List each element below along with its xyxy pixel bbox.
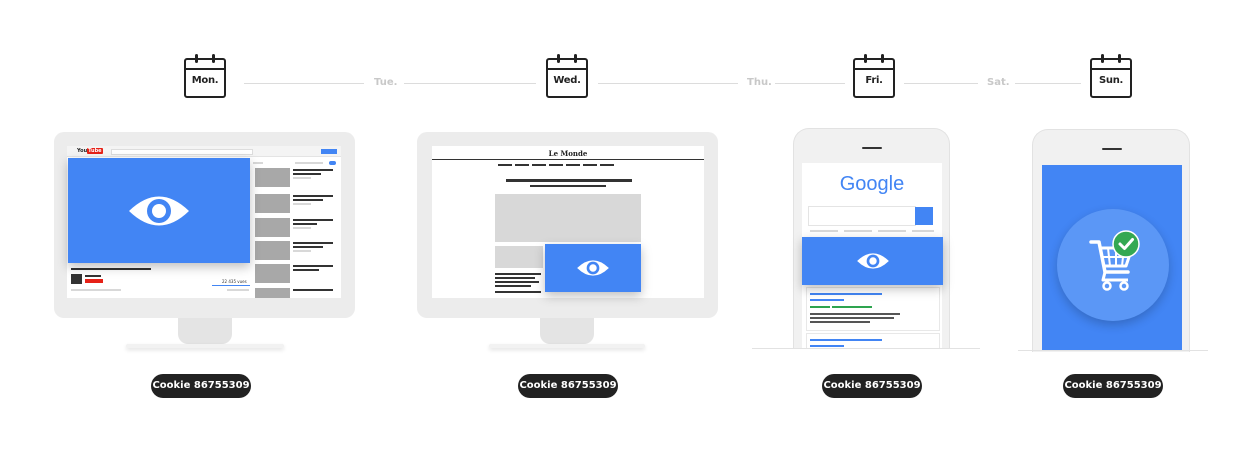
lemonde-logo: Le Monde xyxy=(548,149,588,158)
cookie-badge: Cookie 86755309 xyxy=(1063,374,1163,398)
phone-speaker xyxy=(1102,148,1122,150)
article-image xyxy=(495,194,641,242)
day-label-wednesday: Wed. xyxy=(553,75,581,86)
video-thumb xyxy=(255,194,290,213)
ad-impression-overlay xyxy=(802,237,943,285)
view-count: 22 435 vues xyxy=(222,279,247,284)
eye-icon xyxy=(856,253,889,269)
timeline-line xyxy=(404,83,536,84)
calendar-icon-sunday: Sun. xyxy=(1090,54,1132,98)
imac-stand xyxy=(178,318,232,344)
timeline-line xyxy=(904,83,978,84)
eye-icon xyxy=(577,260,609,276)
imac-foot xyxy=(126,344,284,348)
google-logo: Google xyxy=(839,173,905,195)
video-thumb xyxy=(255,218,290,237)
day-label-friday: Fri. xyxy=(865,75,883,86)
day-label-sunday: Sun. xyxy=(1098,75,1124,86)
ad-impression-overlay xyxy=(545,244,641,292)
day-label-thursday: Thu. xyxy=(747,77,772,88)
cookie-badge: Cookie 86755309 xyxy=(822,374,922,398)
cookie-badge: Cookie 86755309 xyxy=(151,374,251,398)
calendar-icon-friday: Fri. xyxy=(853,54,895,98)
article-image xyxy=(495,246,543,268)
video-thumb xyxy=(255,288,290,298)
cookie-badge: Cookie 86755309 xyxy=(518,374,618,398)
baseline xyxy=(1018,350,1208,351)
timeline-line xyxy=(775,83,845,84)
day-label-saturday: Sat. xyxy=(987,77,1010,88)
video-thumb xyxy=(255,241,290,260)
youtube-logo: YouTube xyxy=(77,148,103,154)
calendar-icon-wednesday: Wed. xyxy=(546,54,588,98)
day-label-monday: Mon. xyxy=(191,75,219,86)
imac-stand xyxy=(540,318,594,344)
timeline-line xyxy=(1015,83,1081,84)
baseline xyxy=(752,348,980,349)
timeline-line xyxy=(598,83,738,84)
timeline-line xyxy=(244,83,364,84)
eye-icon xyxy=(129,196,189,225)
video-thumb xyxy=(255,168,290,187)
calendar-icon-monday: Mon. xyxy=(184,54,226,98)
check-badge-icon xyxy=(1112,230,1140,258)
ad-impression-overlay xyxy=(68,158,250,263)
phone-speaker xyxy=(862,147,882,149)
video-thumb xyxy=(255,264,290,283)
imac-foot xyxy=(489,344,645,348)
day-label-tuesday: Tue. xyxy=(374,77,398,88)
